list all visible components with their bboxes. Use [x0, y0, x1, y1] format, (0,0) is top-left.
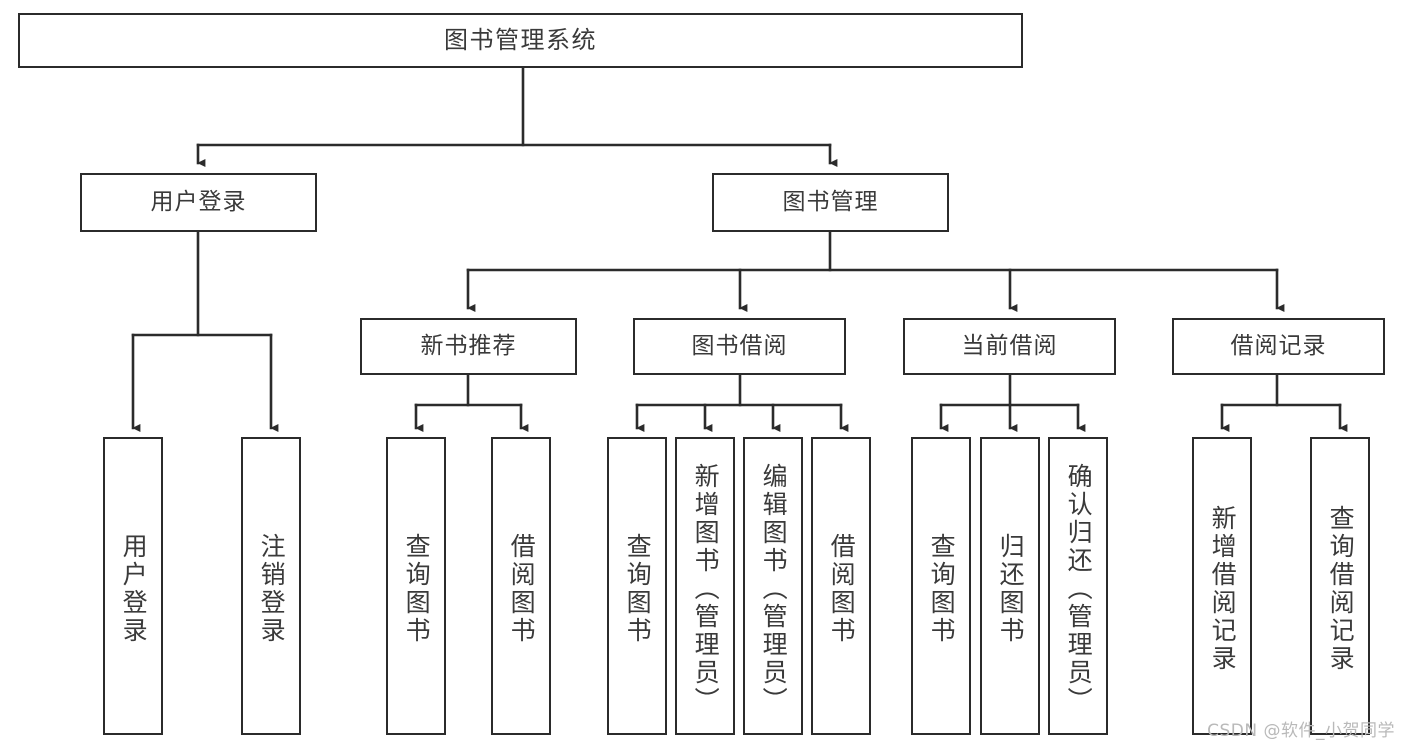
node-root-system[interactable]: 图书管理系统 [18, 13, 1023, 68]
node-label: 借阅记录 [1230, 332, 1327, 359]
leaf-user-login[interactable]: 用户登录 [103, 437, 163, 735]
node-label: 新增图书（管理员） [691, 463, 721, 715]
node-label: 用户登录 [119, 533, 149, 645]
leaf-current-query-book[interactable]: 查询图书 [911, 437, 971, 735]
node-label: 归还图书 [996, 533, 1026, 645]
node-label: 查询图书 [623, 533, 653, 645]
leaf-return-book[interactable]: 归还图书 [980, 437, 1040, 735]
leaf-query-borrow-record[interactable]: 查询借阅记录 [1310, 437, 1370, 735]
node-user-login[interactable]: 用户登录 [80, 173, 317, 232]
node-label: 图书管理系统 [444, 26, 597, 55]
node-book-management[interactable]: 图书管理 [712, 173, 949, 232]
node-book-borrow[interactable]: 图书借阅 [633, 318, 846, 375]
node-label: 查询图书 [927, 533, 957, 645]
leaf-borrow-book[interactable]: 借阅图书 [811, 437, 871, 735]
node-label: 当前借阅 [961, 332, 1058, 359]
node-label: 编辑图书（管理员） [759, 463, 789, 715]
leaf-add-borrow-record[interactable]: 新增借阅记录 [1192, 437, 1252, 735]
node-label: 查询借阅记录 [1326, 505, 1356, 673]
node-label: 借阅图书 [827, 533, 857, 645]
csdn-watermark: CSDN @软件_小贺同学 [1207, 721, 1395, 741]
node-label: 用户登录 [150, 188, 247, 215]
node-borrow-record[interactable]: 借阅记录 [1172, 318, 1385, 375]
leaf-logout[interactable]: 注销登录 [241, 437, 301, 735]
node-label: 借阅图书 [507, 533, 537, 645]
node-label: 新书推荐 [420, 332, 517, 359]
node-label: 确认归还（管理员） [1064, 463, 1094, 715]
leaf-new-book-borrow[interactable]: 借阅图书 [491, 437, 551, 735]
node-label: 图书借阅 [691, 332, 788, 359]
node-label: 图书管理 [782, 188, 879, 215]
leaf-borrow-query-book[interactable]: 查询图书 [607, 437, 667, 735]
node-new-book-recommend[interactable]: 新书推荐 [360, 318, 577, 375]
leaf-add-book-admin[interactable]: 新增图书（管理员） [675, 437, 735, 735]
node-current-borrow[interactable]: 当前借阅 [903, 318, 1116, 375]
node-label: 新增借阅记录 [1208, 505, 1238, 673]
leaf-confirm-return-admin[interactable]: 确认归还（管理员） [1048, 437, 1108, 735]
leaf-edit-book-admin[interactable]: 编辑图书（管理员） [743, 437, 803, 735]
node-label: 查询图书 [402, 533, 432, 645]
leaf-new-book-query[interactable]: 查询图书 [386, 437, 446, 735]
node-label: 注销登录 [257, 533, 287, 645]
